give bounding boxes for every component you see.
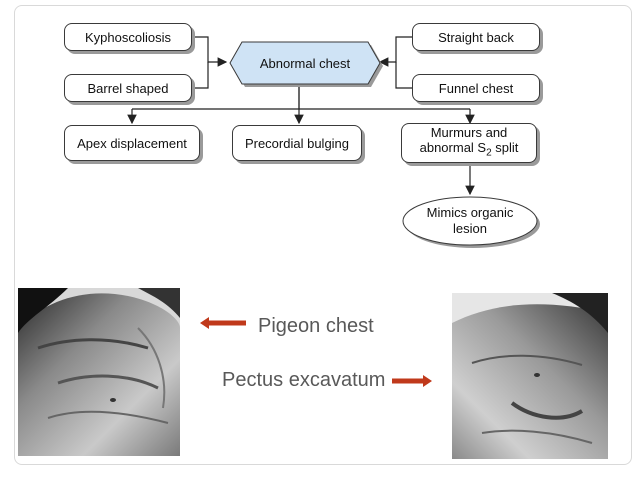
murmurs-box: Murmurs and abnormal S2 split (401, 123, 537, 163)
result-line2: lesion (453, 221, 487, 236)
s2-subscript: 2 (486, 147, 492, 159)
pigeon-chest-caption: Pigeon chest (258, 315, 374, 337)
funnel-chest-box: Funnel chest (412, 74, 540, 102)
connector-barrel (192, 62, 209, 89)
pectus-arrow-icon (392, 375, 432, 387)
pigeon-arrow-icon (200, 317, 246, 329)
connector-kyphoscoliosis (192, 36, 228, 67)
murmurs-line2-suffix: split (491, 140, 519, 156)
precordial-bulging-box: Precordial bulging (232, 125, 362, 161)
murmurs-line2: abnormal S2 split (420, 140, 519, 161)
connector-straight-back (378, 36, 412, 67)
pigeon-chest-photo (18, 288, 180, 456)
result-line1: Mimics organic (426, 205, 514, 220)
apex-displacement-box: Apex displacement (64, 125, 200, 161)
abnormal-chest-label: Abnormal chest (259, 55, 351, 71)
mimics-organic-lesion-ellipse (402, 196, 538, 246)
connector-funnel (395, 62, 412, 89)
murmurs-line2-prefix: abnormal S (419, 140, 487, 156)
kyphoscoliosis-box: Kyphoscoliosis (64, 23, 192, 51)
barrel-shaped-box: Barrel shaped (64, 74, 192, 102)
pectus-excavatum-photo (452, 293, 608, 459)
murmurs-line1: Murmurs and (430, 125, 508, 141)
pectus-excavatum-caption: Pectus excavatum (222, 369, 386, 391)
straight-back-box: Straight back (412, 23, 540, 51)
